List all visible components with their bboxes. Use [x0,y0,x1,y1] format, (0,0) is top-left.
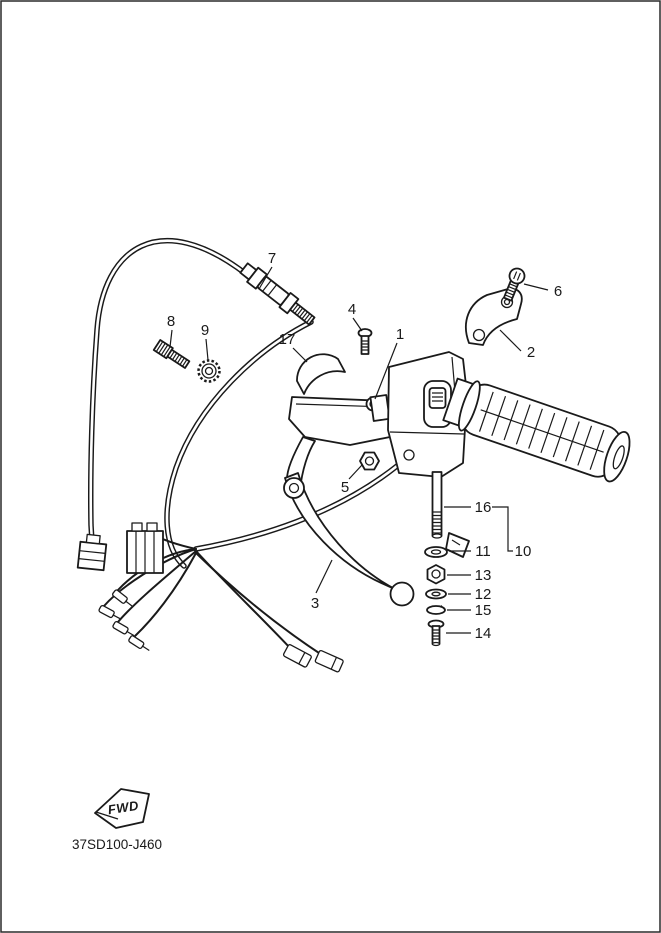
callout-5: 5 [341,479,349,496]
callout-8: 8 [167,313,175,330]
fwd-arrow-icon: FWD [94,788,150,829]
callout-3: 3 [311,595,319,612]
brake-lever [283,472,415,607]
callout-14: 14 [475,625,492,642]
spade-connector [282,644,312,668]
flange-bolt [357,328,373,355]
bullet-connector [98,604,121,620]
bullet-connector [112,589,133,607]
callout-9: 9 [201,322,209,339]
long-screw [431,471,443,539]
callout-11: 11 [475,543,491,560]
callout-15: 15 [475,602,492,619]
pan-head-screw [503,267,526,302]
knurled-screw [152,339,191,369]
callout-17: 17 [279,331,296,348]
washer [425,588,447,600]
leader-lines [169,266,549,634]
spade-connector [314,649,344,673]
lever-holder-clamp [296,353,346,395]
cable-adjuster [239,262,316,326]
bullet-connector [112,621,135,637]
plain-washer [424,546,448,558]
wire-harness-bundle [193,463,400,552]
bullet-connector [128,635,150,652]
spring-washer [426,605,446,615]
callout-1: 1 [396,326,404,343]
lever-holder-piece [445,532,470,558]
callout-13: 13 [475,567,492,584]
callout-12: 12 [475,586,492,603]
handlebar-grip [442,377,631,483]
callout-16: 16 [475,499,492,516]
brake-cable-upper-loop [88,237,249,545]
cable-end-block [76,533,108,572]
callout-10: 10 [515,543,532,560]
callout-numbers: 1 2 3 4 5 6 7 8 9 10 11 12 13 14 15 16 1… [167,250,562,642]
hex-nut-small [426,564,446,585]
toothed-washer [197,359,221,383]
callout-6: 6 [554,283,562,300]
part-code: 37SD100-J460 [72,837,162,852]
multi-pin-connector [126,522,164,574]
hex-nut [359,451,380,471]
small-bolt [427,619,445,647]
callout-4: 4 [348,301,356,318]
callout-2: 2 [527,344,535,361]
fwd-label: FWD [107,798,140,818]
brake-cable-lower-loop [164,319,314,569]
callout-7: 7 [268,250,276,267]
